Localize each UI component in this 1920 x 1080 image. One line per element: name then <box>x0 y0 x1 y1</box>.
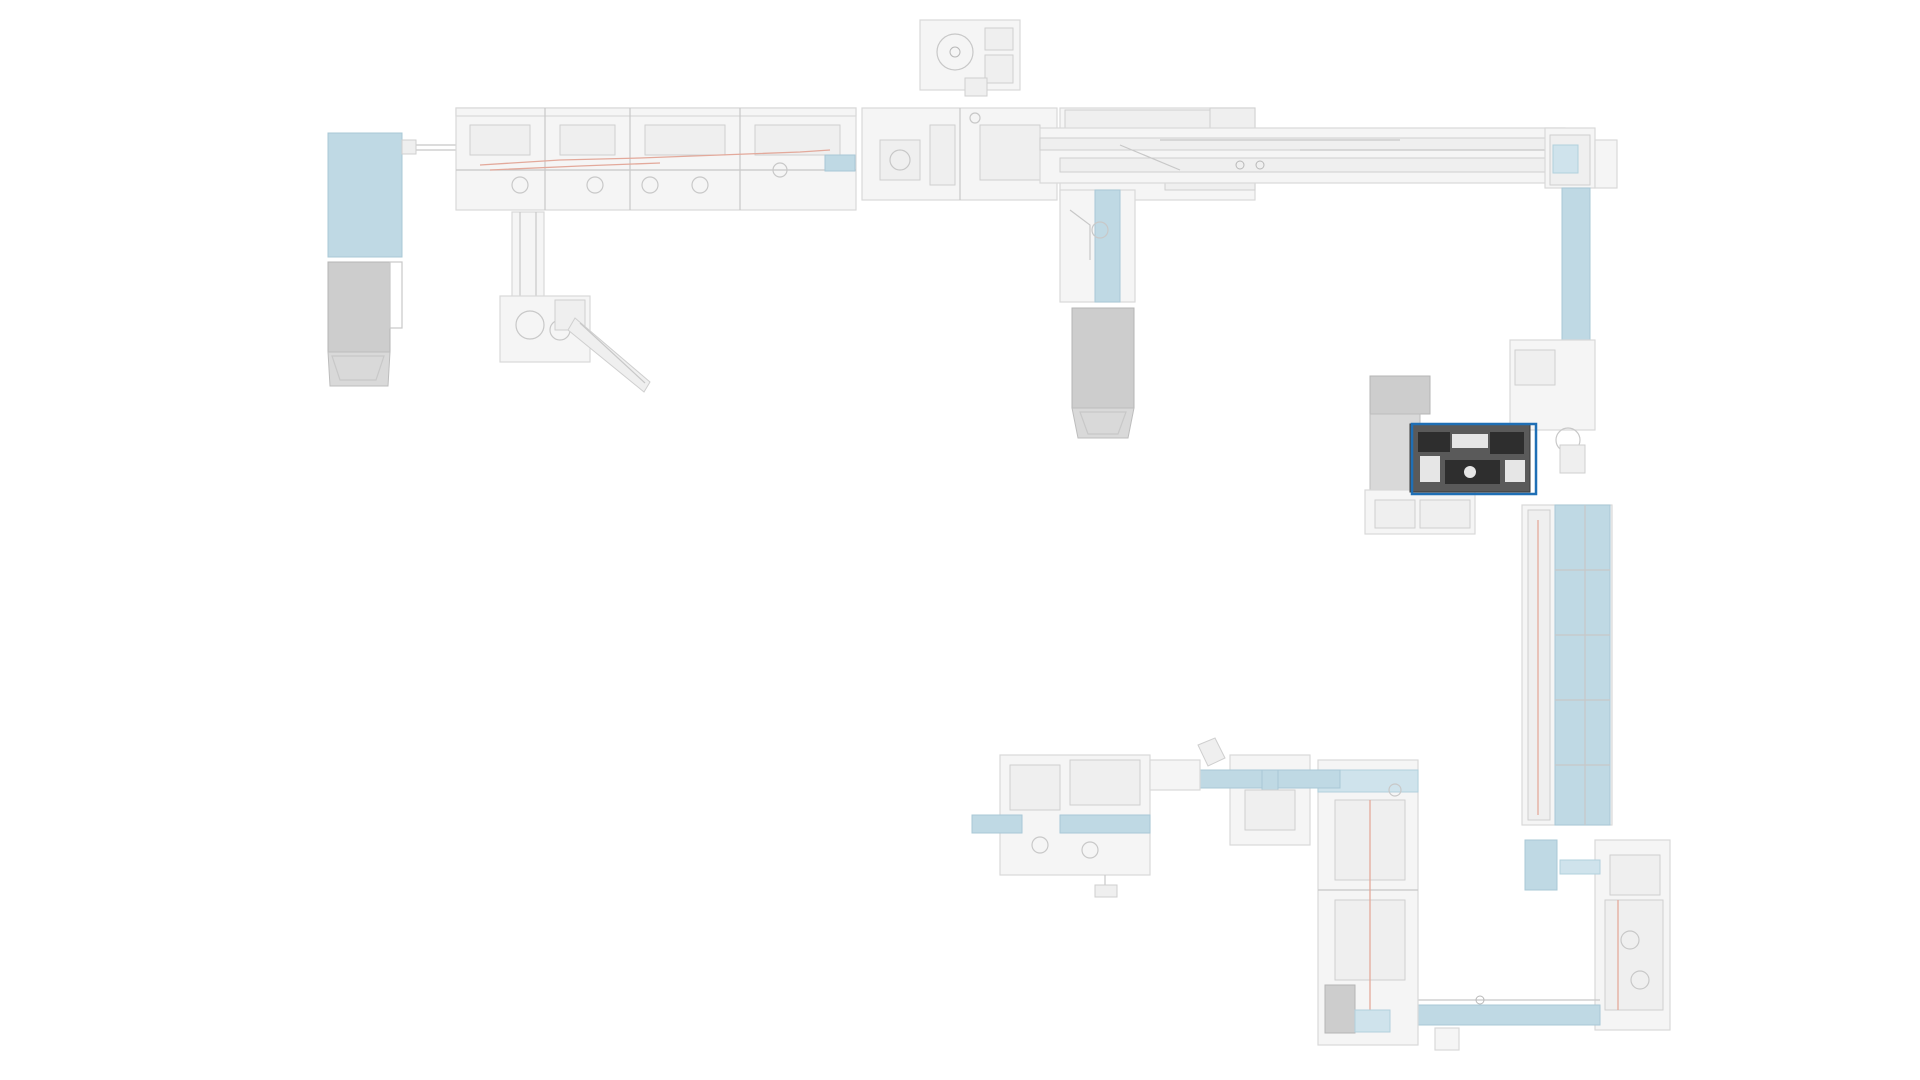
upper-processing-line[interactable] <box>455 107 1256 211</box>
lower-right-machine[interactable] <box>1559 839 1671 1031</box>
upper-right-conveyor[interactable] <box>1039 127 1618 189</box>
selected-station[interactable] <box>1364 375 1538 535</box>
center-bin-unit[interactable] <box>1059 189 1136 439</box>
lower-left-machine[interactable] <box>971 754 1201 898</box>
lower-long-machine[interactable] <box>1317 759 1419 1046</box>
selection-frame <box>1410 422 1538 496</box>
lower-middle-transfer[interactable] <box>1197 737 1341 846</box>
wrapper-feed-unit[interactable] <box>499 211 651 393</box>
right-side-vertical-line[interactable] <box>1521 504 1613 891</box>
infeed-bin-unit[interactable] <box>327 132 458 387</box>
right-vertical-conveyor[interactable] <box>1509 187 1596 474</box>
top-roll-unit[interactable] <box>919 19 1021 97</box>
